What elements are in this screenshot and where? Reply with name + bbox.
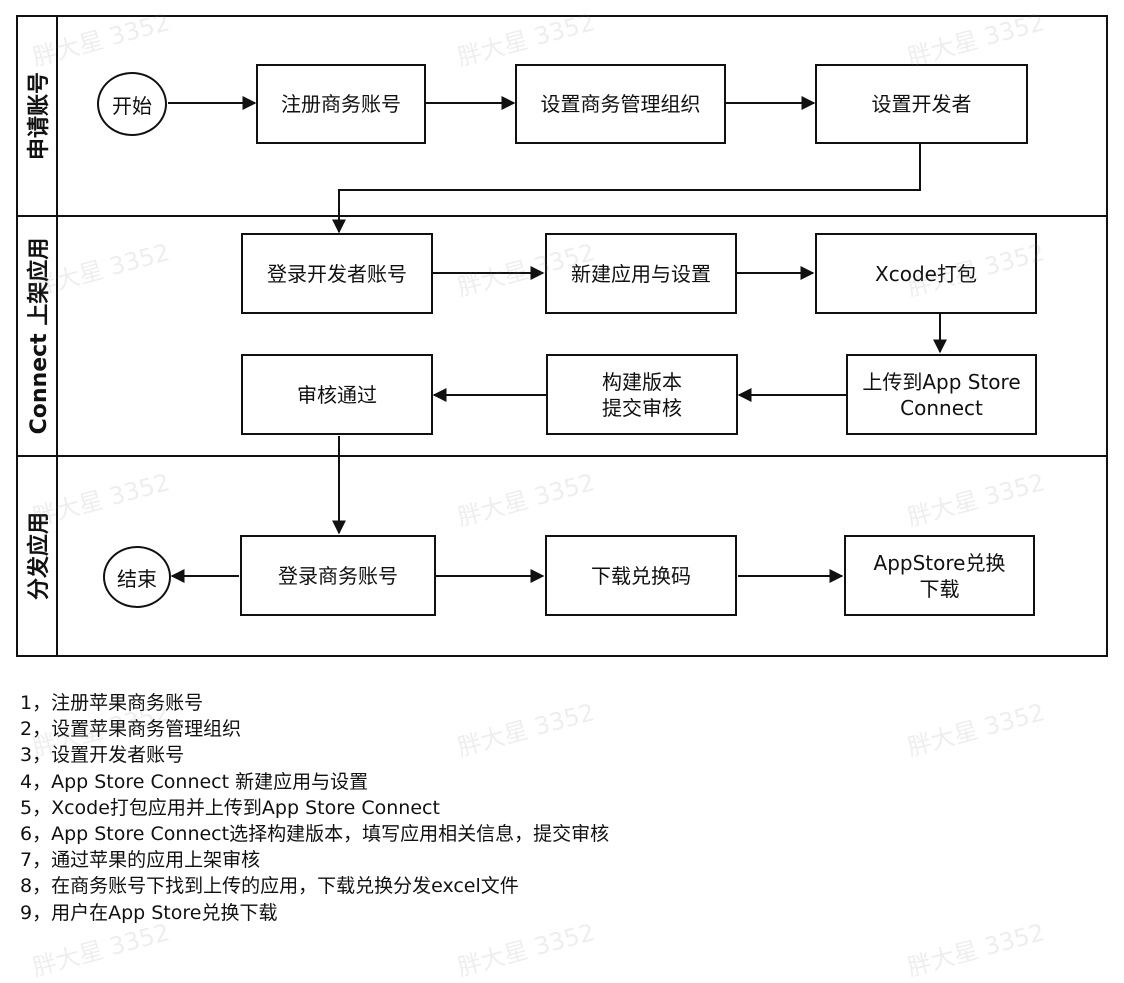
note-item: 1，注册苹果商务账号 bbox=[20, 692, 204, 714]
register-business-account-step: 注册商务账号 bbox=[256, 64, 426, 144]
create-app-settings-label: 新建应用与设置 bbox=[571, 261, 711, 286]
note-item: 4，App Store Connect 新建应用与设置 bbox=[20, 770, 369, 793]
note-item: 3，设置开发者账号 bbox=[20, 744, 185, 767]
download-redeem-codes-step: 下载兑换码 bbox=[545, 535, 737, 616]
note-item: 9，用户在App Store兑换下载 bbox=[20, 901, 278, 924]
arrow-dev-to-login bbox=[332, 144, 921, 234]
login-developer-account-label: 登录开发者账号 bbox=[267, 261, 407, 286]
create-app-settings-step: 新建应用与设置 bbox=[545, 233, 737, 314]
setup-developer-step: 设置开发者 bbox=[815, 64, 1028, 144]
swimlane-frame bbox=[16, 15, 1108, 657]
note-item: 6，App Store Connect选择构建版本，填写应用相关信息，提交审核 bbox=[20, 823, 610, 846]
setup-business-org-step: 设置商务管理组织 bbox=[515, 64, 726, 144]
note-item: 8，在商务账号下找到上传的应用，下载兑换分发excel文件 bbox=[20, 875, 519, 898]
lane-label-apply-account: 申请账号 bbox=[27, 71, 52, 161]
register-business-account-label: 注册商务账号 bbox=[281, 92, 401, 116]
build-submit-review-step: 构建版本 提交审核 bbox=[546, 354, 738, 435]
xcode-build-label: Xcode打包 bbox=[875, 261, 977, 286]
xcode-build-step: Xcode打包 bbox=[815, 233, 1037, 314]
end-label: 结束 bbox=[117, 566, 157, 591]
lane-label-connect-publish: Connect 上架应用 bbox=[27, 237, 52, 435]
setup-business-org-label: 设置商务管理组织 bbox=[540, 92, 701, 116]
review-approved-label: 审核通过 bbox=[297, 382, 377, 407]
login-developer-account-step: 登录开发者账号 bbox=[241, 233, 433, 314]
upload-app-store-connect-step: 上传到App Store Connect bbox=[846, 354, 1037, 435]
upload-app-store-connect-label: 上传到App Store Connect bbox=[862, 369, 1021, 420]
steps-notes-list: 1，注册苹果商务账号 2，设置苹果商务管理组织 3，设置开发者账号 4，App … bbox=[20, 690, 609, 926]
lane-label-distribute: 分发应用 bbox=[27, 511, 52, 601]
build-submit-review-label: 构建版本 提交审核 bbox=[602, 369, 682, 420]
start-node: 开始 bbox=[97, 72, 167, 136]
appstore-redeem-download-step: AppStore兑换 下载 bbox=[844, 535, 1035, 616]
start-label: 开始 bbox=[112, 93, 152, 118]
note-item: 2，设置苹果商务管理组织 bbox=[20, 718, 242, 741]
note-item: 5，Xcode打包应用并上传到App Store Connect bbox=[20, 796, 440, 819]
setup-developer-label: 设置开发者 bbox=[871, 92, 972, 116]
login-business-account-label: 登录商务账号 bbox=[278, 563, 398, 588]
download-redeem-codes-label: 下载兑换码 bbox=[591, 563, 691, 588]
note-item: 7，通过苹果的应用上架审核 bbox=[20, 849, 261, 872]
login-business-account-step: 登录商务账号 bbox=[240, 535, 436, 616]
end-node: 结束 bbox=[103, 546, 171, 608]
appstore-redeem-download-label: AppStore兑换 下载 bbox=[873, 550, 1006, 601]
review-approved-step: 审核通过 bbox=[241, 354, 433, 435]
